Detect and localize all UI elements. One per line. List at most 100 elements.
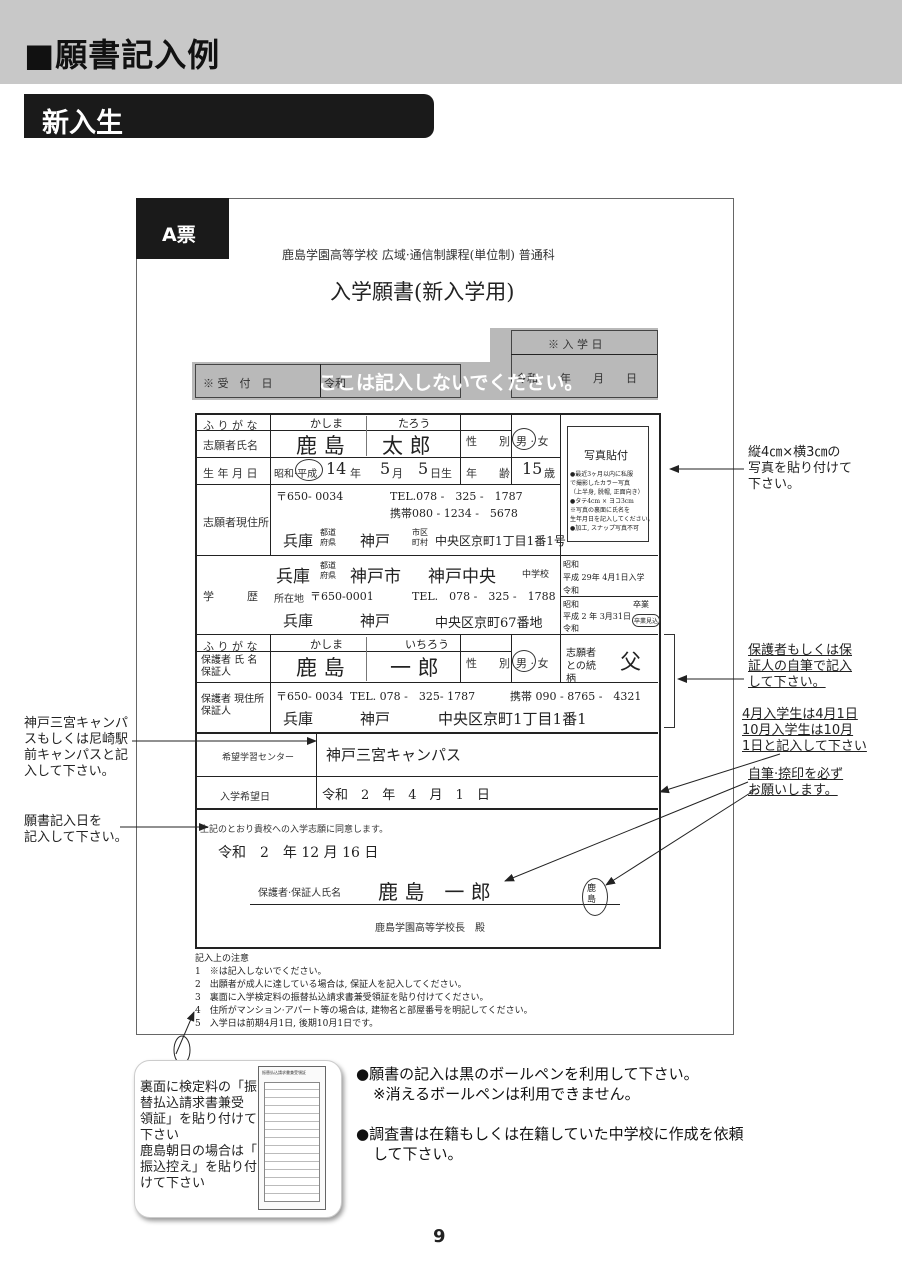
arrow-notes (175, 1011, 195, 1055)
photo-annotation: 縦4㎝×横3㎝の写真を貼り付けて下さい。 (748, 445, 853, 492)
school-street: 中央区京町67番地 (435, 616, 543, 631)
guardian-mobile: 携帯 090 - 8765 - 4321 (510, 690, 642, 703)
guardian-name-last: 鹿 島 (296, 656, 345, 680)
school-tel: TEL. 078 - 325 - 1788 (412, 590, 556, 603)
furigana-label: ふ り が な (203, 419, 258, 432)
guardian-gender-label: 性 別 (466, 657, 510, 670)
grad-expected: 卒業見込 (632, 614, 661, 627)
guardian-address-label: 保護者 現住所 保証人 (201, 694, 265, 717)
gender-label: 性 別 (466, 435, 510, 448)
signature-annotation: 自筆·捺印を必ずお願いします。 (748, 767, 844, 798)
document-title: 入学願書(新入学用) (330, 280, 515, 304)
applicant-city: 神戸 (360, 532, 391, 550)
birth-year: 14 (326, 459, 347, 478)
school-postal: 〒650-0001 (310, 590, 374, 603)
era-reiwa-2: 令和 (563, 624, 579, 633)
era-reiwa-1: 令和 (563, 586, 579, 595)
relation-value: 父 (620, 650, 641, 674)
guardian-annotation: 保護者もしくは保証人の自筆で記入して下さい。 (748, 643, 853, 690)
applicant-furigana-first: たろう (398, 417, 431, 430)
guardian-furigana-label: ふ り が な (203, 640, 258, 653)
applicant-name-first: 太 郎 (382, 434, 431, 458)
school-pref: 兵庫 (276, 567, 310, 587)
city-suffix: 市区町村 (412, 528, 428, 547)
callout-text: 裏面に検定料の「振替払込請求書兼受 領証」を貼り付けて下さい 鹿島朝日の場合は「… (140, 1080, 258, 1191)
section-title: 新入生 (42, 108, 123, 139)
era-circle (295, 459, 323, 481)
guardian-sign-label: 保護者·保証人氏名 (258, 888, 342, 899)
entry-date-row: 令和 年 月 日 (516, 372, 637, 385)
school-city: 神戸市 (350, 567, 401, 587)
form-tag-label: A票 (162, 224, 196, 246)
school-pref-suffix: 都道府県 (320, 561, 336, 580)
applicant-furigana-last: かしま (310, 417, 343, 430)
office-use-notice: ここは記入しないでください。 (318, 372, 584, 394)
school-line: 鹿島学園高等学校 広域·通信制課程(単位制) 普通科 (282, 248, 555, 262)
entry-date-box (511, 330, 658, 398)
receipt-date-label: ※ 受 付 日 (203, 377, 273, 390)
arrow-entry-date (659, 753, 781, 794)
page-title: ■願書記入例 (24, 36, 221, 74)
main-table (195, 413, 661, 949)
applicant-postal: 〒650- 0034 (276, 490, 344, 503)
seal-icon (582, 878, 608, 916)
school-label: 学 歴 (203, 590, 258, 603)
arrow-signature (504, 781, 749, 882)
birth-label: 生 年 月 日 (203, 467, 258, 480)
applicant-name-label: 志願者氏名 (203, 439, 258, 452)
guardian-bracket (664, 634, 675, 728)
birth-year-unit: 年 (350, 467, 361, 480)
guardian-postal: 〒650- 0034 (276, 690, 344, 703)
birth-day-unit: 日生 (430, 467, 452, 480)
guardian-street: 中央区京町1丁目1番1 (438, 710, 587, 728)
receipt-era: 令和 (324, 377, 346, 390)
office-grey-left (192, 362, 492, 400)
school-pref2: 兵庫 (283, 612, 314, 630)
entry-wish-value: 令和 2 年 4 月 1 日 (322, 788, 490, 803)
entry-wish-label: 入学希望日 (220, 792, 270, 803)
address-label: 志願者現住所 (203, 516, 269, 529)
applicant-street: 中央区京町1丁目1番1号 (435, 534, 566, 548)
bullet-report: ●調査書は在籍もしくは在籍していた中学校に作成を依頼 して下さい。 (356, 1125, 744, 1163)
location-label: 所在地 (274, 594, 304, 605)
birth-day: 5 (418, 459, 429, 478)
era-showa-2: 昭和 (563, 600, 579, 609)
arrow-seal (605, 787, 759, 886)
date-annotation: 願書記入日を記入して下さい。 (24, 814, 128, 845)
school-city2: 神戸 (360, 612, 391, 630)
grad-label: 卒業 (633, 600, 649, 609)
school-type-label: 中学校 (522, 570, 550, 580)
seal-text: 鹿島 (587, 884, 597, 905)
guardian-city: 神戸 (360, 710, 391, 728)
photo-title: 写真貼付 (584, 449, 628, 462)
guardian-furigana-first: いちろう (405, 638, 449, 651)
receipt-thumbnail-title: 振替払込請求書兼受領証 (262, 1070, 306, 1075)
birth-month: 5 (380, 459, 391, 478)
receipt-date-box (195, 364, 461, 398)
guardian-name-first: 一 郎 (390, 656, 439, 680)
applicant-tel: TEL.078 - 325 - 1787 (390, 490, 523, 503)
applicant-name-last: 鹿 島 (296, 434, 345, 458)
campus-label: 希望学習センター (222, 753, 295, 763)
consent-date: 令和 2 年 12 月 16 日 (218, 845, 379, 861)
page-number: 9 (433, 1226, 446, 1247)
guardian-signature: 鹿 島 一 郎 (378, 880, 491, 904)
era-showa-1: 昭和 (563, 560, 579, 569)
guardian-tel: TEL. 078 - 325- 1787 (350, 690, 476, 703)
enter-line: 平成 29年 4月1日入学 (563, 573, 645, 582)
applicant-mobile: 携帯080 - 1234 - 5678 (390, 507, 518, 520)
gender-circle (512, 428, 536, 450)
birth-month-unit: 月 (392, 467, 403, 480)
guardian-pref: 兵庫 (283, 710, 314, 728)
consent-text: 上記のとおり貴校への入学志願に同意します。 (200, 825, 389, 835)
pref-suffix: 都道府県 (320, 528, 336, 547)
office-grey-right (490, 328, 658, 400)
principal-line: 鹿島学園高等学校長 殿 (375, 923, 485, 934)
entry-notes: 記入上の注意 1 ※は記入しないでください。2 出願者が成人に達している場合は,… (195, 954, 533, 1029)
applicant-pref: 兵庫 (283, 532, 314, 550)
campus-annotation: 神戸三宮キャンパスもしくは尼崎駅 前キャンパスと記入して下さい。 (24, 716, 129, 779)
campus-value: 神戸三宮キャンパス (326, 746, 462, 764)
entry-date-label: ※ 入 学 日 (548, 338, 603, 351)
